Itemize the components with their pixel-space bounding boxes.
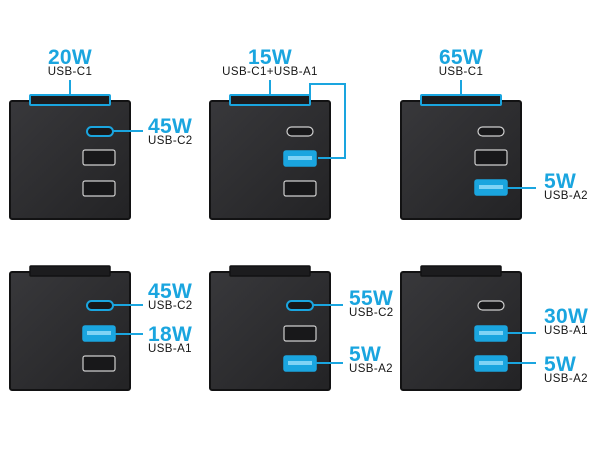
side-port-label: USB-A1 — [544, 325, 588, 337]
usb-c1-port — [29, 265, 111, 277]
side-port-label: USB-C2 — [349, 307, 394, 319]
top-port-label: USB-C1+USB-A1 — [222, 66, 318, 78]
usb-c2-port — [477, 126, 505, 137]
top-port-label: USB-C1 — [438, 66, 484, 78]
side-watts-label: 5W — [544, 353, 577, 376]
side-watts-label: 45W — [148, 280, 193, 303]
side-watts-label: 5W — [349, 343, 382, 366]
usb-a2-port — [283, 180, 317, 197]
charger-1 — [9, 80, 143, 220]
usb-c2-port — [286, 126, 314, 137]
usb-c1-port — [229, 94, 311, 106]
usb-c1-port — [420, 94, 502, 106]
side-port-label: USB-C2 — [148, 135, 193, 147]
top-watts-label: 65W — [438, 46, 484, 69]
usb-c2-port — [86, 126, 114, 137]
side-port-label: USB-C2 — [148, 300, 193, 312]
side-watts-label: 55W — [349, 287, 394, 310]
usb-c1-port — [29, 94, 111, 106]
usb-c2-port — [286, 300, 314, 311]
side-port-label: USB-A2 — [544, 373, 588, 385]
usb-a2-port — [82, 180, 116, 197]
charger-3 — [400, 80, 536, 220]
side-port-label: USB-A2 — [544, 190, 588, 202]
side-watts-label: 30W — [544, 305, 589, 328]
charger-5 — [209, 265, 343, 391]
side-port-label: USB-A2 — [349, 363, 393, 375]
usb-a1-port — [474, 149, 508, 166]
usb-c2-port — [477, 300, 505, 311]
usb-a1-port — [82, 149, 116, 166]
top-port-label: USB-C1 — [47, 66, 93, 78]
usb-a1-port — [283, 325, 317, 342]
side-watts-label: 5W — [544, 170, 577, 193]
usb-c1-port — [420, 265, 502, 277]
charger-4 — [9, 265, 143, 391]
side-watts-label: 45W — [148, 115, 193, 138]
top-watts-label: 20W — [47, 46, 93, 69]
charger-2 — [209, 80, 346, 220]
side-port-label: USB-A1 — [148, 343, 192, 355]
usb-a2-port — [82, 355, 116, 372]
top-watts-label: 15W — [247, 46, 293, 69]
usb-c1-port — [229, 265, 311, 277]
usb-c2-port — [86, 300, 114, 311]
side-watts-label: 18W — [148, 323, 193, 346]
charger-6 — [400, 265, 536, 391]
